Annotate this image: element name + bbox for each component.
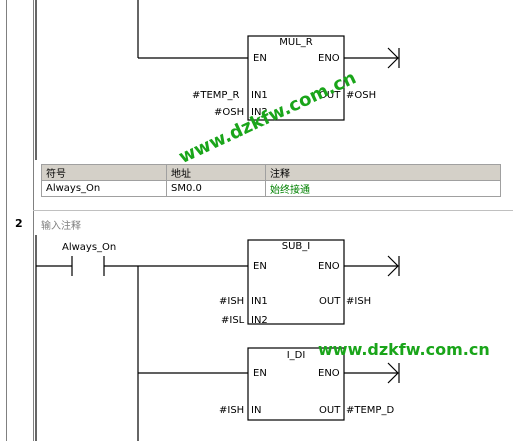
sub-i-in1-operand[interactable]: #ISH [219, 296, 245, 307]
comment-header: 注释 [265, 164, 501, 181]
power-rail-gutter-edge [33, 0, 34, 441]
table-row: Always_On SM0.0 始终接通 [41, 180, 501, 197]
contact-label[interactable]: Always_On [62, 242, 117, 253]
mul-r-en-pin: EN [253, 53, 267, 64]
sub-i-in2-pin: IN2 [251, 315, 268, 326]
sub-i-title: SUB_I [281, 241, 311, 252]
mul-r-block [247, 35, 345, 121]
symbol-table: 符号 地址 注释 Always_On SM0.0 始终接通 [41, 164, 501, 197]
symbol-table-header: 符号 地址 注释 [41, 164, 501, 181]
i-di-in-pin: IN [251, 405, 262, 416]
sub-i-in2-operand[interactable]: #ISL [221, 315, 245, 326]
sub-i-out-operand[interactable]: #ISH [346, 296, 372, 307]
mul-r-in2-pin: IN2 [251, 107, 268, 118]
rung-gutter [0, 0, 33, 441]
sub-i-in1-pin: IN1 [251, 296, 268, 307]
i-di-out-operand[interactable]: #TEMP_D [346, 405, 395, 416]
gutter-divider [6, 0, 7, 441]
comment-cell: 始终接通 [265, 180, 501, 197]
mul-r-in1-operand[interactable]: #TEMP_R [192, 90, 240, 101]
mul-r-out-pin: OUT [319, 90, 341, 101]
rung-separator [33, 210, 513, 211]
mul-r-eno-pin: ENO [318, 53, 340, 64]
sub-i-eno-pin: ENO [318, 261, 340, 272]
sub-i-block [247, 239, 345, 325]
i-di-title: I_DI [286, 350, 306, 361]
rung2-coil-arrow2 [387, 362, 399, 384]
i-di-en-pin: EN [253, 368, 267, 379]
rung-comment[interactable]: 输入注释 [41, 221, 81, 232]
symbol-cell: Always_On [41, 180, 167, 197]
mul-r-in2-operand[interactable]: #OSH [214, 107, 245, 118]
i-di-block [247, 347, 345, 421]
rung2-coil-arrow1 [387, 255, 399, 277]
address-cell: SM0.0 [166, 180, 266, 197]
watermark-flat: www.dzkfw.com.cn [318, 340, 490, 359]
i-di-eno-pin: ENO [318, 368, 340, 379]
i-di-in-operand[interactable]: #ISH [219, 405, 245, 416]
mul-r-out-operand[interactable]: #OSH [346, 90, 377, 101]
address-header: 地址 [166, 164, 266, 181]
sub-i-out-pin: OUT [319, 296, 341, 307]
sub-i-en-pin: EN [253, 261, 267, 272]
symbol-header: 符号 [41, 164, 167, 181]
rung1-coil-arrow [387, 47, 399, 69]
mul-r-title: MUL_R [279, 37, 313, 48]
i-di-out-pin: OUT [319, 405, 341, 416]
mul-r-in1-pin: IN1 [251, 90, 268, 101]
rung-number: 2 [15, 217, 23, 230]
